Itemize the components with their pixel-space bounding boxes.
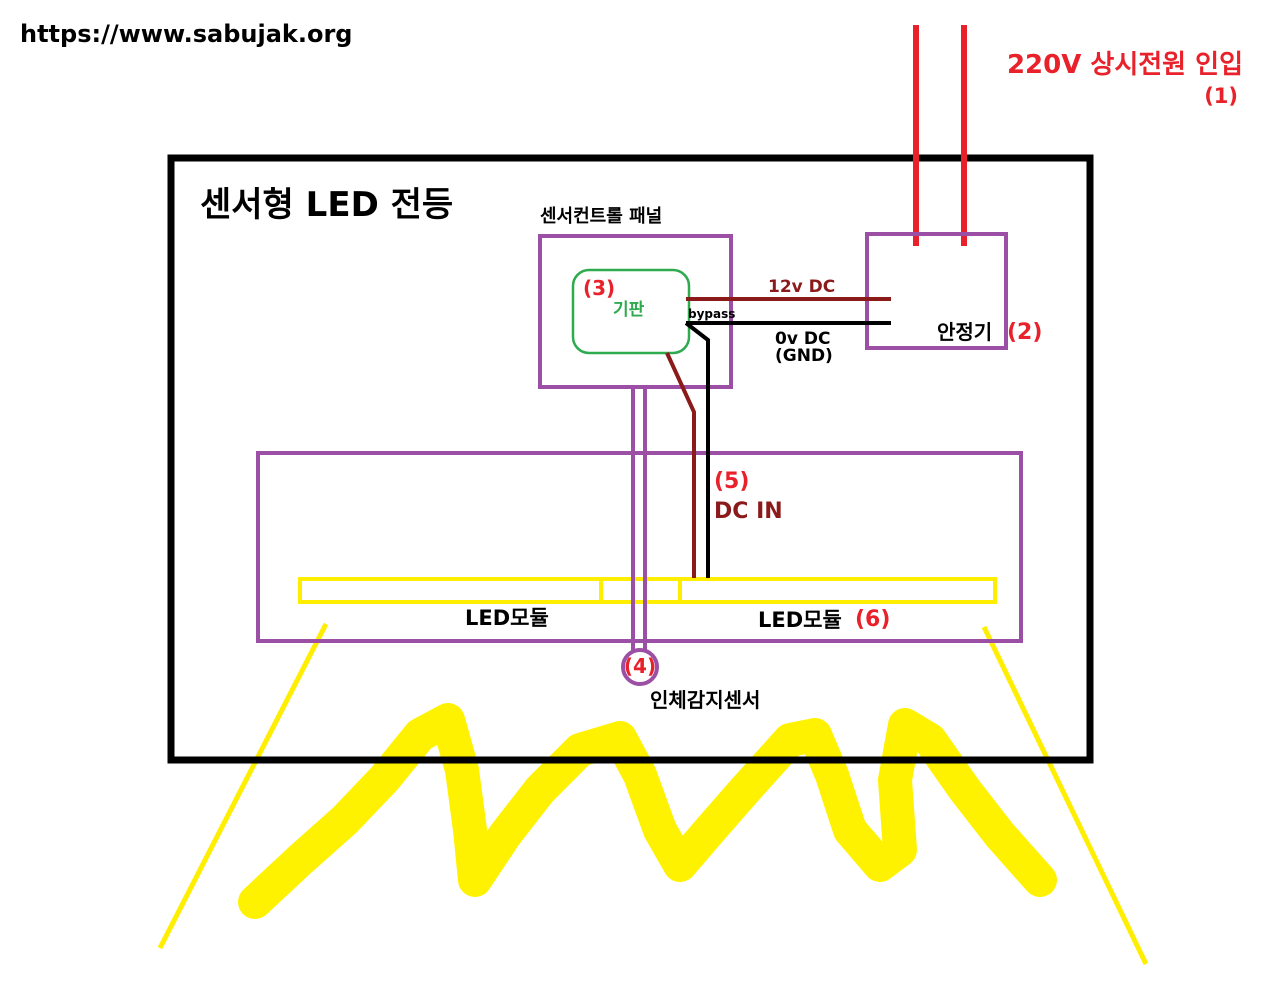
dc-in-wire-black [684, 321, 710, 578]
sensor-number: (4) [623, 654, 657, 678]
led-module-number: (6) [855, 607, 891, 632]
sensor-label: 인체감지센서 [650, 688, 761, 712]
sensor-panel-label: 센서컨트롤 패널 [540, 206, 663, 227]
led-strip-left [298, 577, 603, 604]
ballast-label: 안정기 [937, 320, 993, 344]
dc12v-label: 12v DC [768, 277, 836, 297]
bypass-label: bypass [688, 307, 736, 321]
dc0v-label: 0v DC [775, 329, 831, 349]
gnd-label: (GND) [775, 346, 833, 366]
pcb-number: (3) [583, 276, 616, 300]
led-strip-middle [599, 577, 682, 604]
lamp-frame [167, 154, 1094, 764]
ballast-box [865, 232, 1008, 350]
power-input-number: (1) [1204, 84, 1238, 108]
dc-in-number: (5) [714, 469, 750, 494]
ballast-number: (2) [1007, 320, 1043, 345]
dc-in-wire-red [665, 352, 696, 578]
dc-in-label: DC IN [714, 499, 783, 524]
led-module-left-label: LED모듈 [465, 606, 549, 630]
light-beam-right [981, 625, 1149, 966]
pcb-label: 기판 [613, 300, 645, 320]
pcb-box [571, 268, 691, 355]
led-strip-right [678, 577, 997, 604]
sensor-panel-box [538, 234, 733, 389]
power-input-label: 220V 상시전원 인입 [1006, 50, 1243, 80]
led-housing [256, 451, 1023, 643]
led-module-right-label: LED모듈 [758, 608, 842, 632]
light-glow-zigzag [238, 703, 1057, 919]
lamp-title: 센서형 LED 전등 [200, 185, 454, 225]
website-url: https://www.sabujak.org [20, 20, 353, 48]
motion-sensor-circle [621, 648, 659, 686]
light-beam-left [157, 622, 329, 950]
